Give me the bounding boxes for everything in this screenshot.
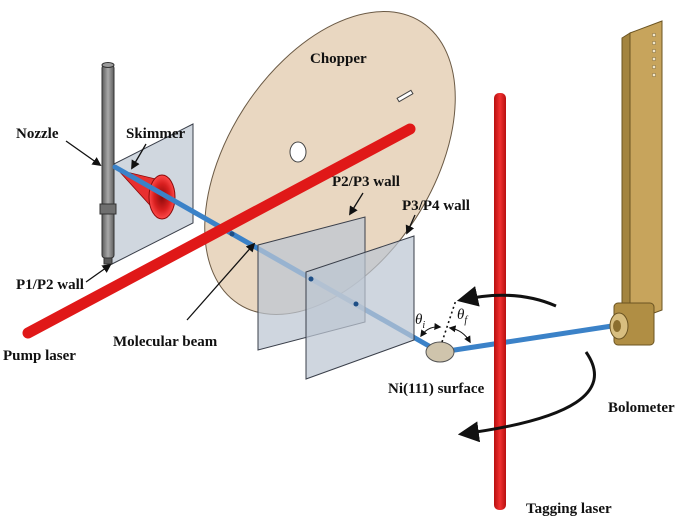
chopper-label: Chopper: [310, 51, 367, 67]
nozzle-arrow: [65, 140, 102, 167]
p2p3-wall-label: P2/P3 wall: [332, 174, 400, 190]
bolometer: [609, 20, 663, 346]
pump-laser: [22, 123, 416, 339]
bolometer-board-edge: [621, 32, 631, 328]
ni-surface: [425, 341, 455, 363]
pump-laser-label: Pump laser: [3, 348, 76, 364]
surface-label: Ni(111) surface: [388, 381, 485, 397]
chopper-slot: [396, 89, 414, 103]
p1p2-wall-arrow: [85, 263, 112, 283]
skimmer: [116, 169, 176, 220]
theta-f-label: θf: [457, 307, 468, 326]
skimmer-label: Skimmer: [126, 126, 186, 142]
leader-arrows: [65, 140, 416, 321]
nozzle-collar: [99, 203, 117, 215]
p3p4-wall: [305, 235, 415, 380]
chopper: [204, 11, 456, 315]
tagging-laser-label: Tagging laser: [526, 501, 612, 517]
bolometer-pins: [651, 32, 657, 78]
skimmer-arrow: [131, 143, 147, 170]
p2p3-wall-arrow: [349, 192, 364, 216]
skimmer-mouth: [148, 174, 176, 220]
nozzle-top: [101, 62, 115, 68]
rotation-arrow-bottom: [457, 351, 596, 443]
theta-i-label: θi: [415, 312, 425, 331]
beam-scattered: [445, 323, 615, 354]
tagging-laser: [494, 93, 506, 510]
molecular-beam-label: Molecular beam: [113, 334, 218, 350]
p3p4-wall-arrow: [405, 214, 416, 235]
bolometer-label: Bolometer: [608, 400, 675, 416]
p3p4-wall-label: P3/P4 wall: [402, 198, 470, 214]
bolometer-board: [629, 20, 663, 323]
molecular-beam-arrow: [186, 242, 256, 321]
rotation-arrow-top: [456, 286, 557, 308]
theta-f-arc: [448, 325, 471, 344]
surface-normal: [441, 299, 457, 343]
labels: Chopper Nozzle Skimmer P2/P3 wall P3/P4 …: [3, 51, 675, 517]
nozzle-label: Nozzle: [16, 126, 59, 142]
beam-markers: [229, 231, 359, 307]
nozzle-tip: [103, 257, 113, 265]
angle-indicators: θi θf: [415, 299, 471, 344]
nozzle: [99, 62, 117, 265]
chopper-center-hole: [289, 141, 307, 163]
theta-i-arc: [420, 323, 442, 338]
bolometer-window: [613, 320, 621, 332]
rotation-arrows: [456, 286, 596, 443]
p1p2-wall-label: P1/P2 wall: [16, 277, 84, 293]
chopper-disk: [204, 11, 456, 315]
nozzle-rod: [101, 64, 115, 259]
